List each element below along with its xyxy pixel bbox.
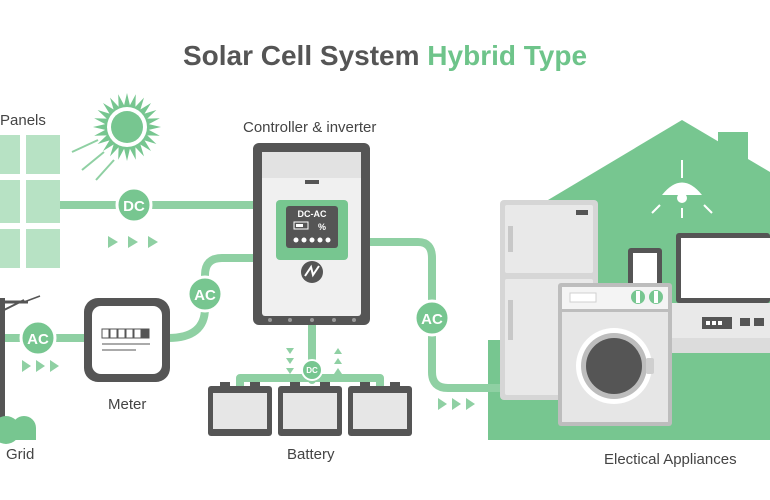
battery-icon — [208, 382, 412, 436]
badge-ac-meter-label: AC — [194, 287, 216, 304]
badge-dc-battery-label: DC — [306, 366, 318, 375]
wires — [0, 201, 504, 392]
sun-icon — [71, 93, 161, 181]
inverter-mode-label: DC-AC — [298, 209, 327, 219]
badge-ac-appliances-label: AC — [421, 311, 443, 328]
label-controller: Controller & inverter — [243, 119, 377, 136]
badge-dc-panels: DC — [115, 186, 153, 224]
label-appliances: Electical Appliances — [604, 451, 737, 468]
label-battery: Battery — [287, 446, 335, 463]
title-main: Solar Cell System — [182, 40, 420, 71]
stereo-icon — [672, 303, 770, 353]
label-meter: Meter — [108, 396, 147, 413]
lamp-icon — [651, 160, 713, 218]
phone-icon — [628, 248, 662, 294]
inverter-icon — [253, 143, 370, 325]
badge-ac-meter: AC — [186, 275, 224, 313]
page-title: Solar Cell System Hybrid Type — [0, 40, 770, 72]
badge-dc-panels-label: DC — [123, 198, 145, 215]
tv-icon — [676, 233, 770, 303]
solar-panels — [0, 135, 60, 268]
label-grid: Grid — [6, 446, 35, 463]
badge-ac-grid: AC — [19, 319, 57, 357]
badge-ac-grid-label: AC — [27, 331, 49, 348]
badge-ac-appliances: AC — [413, 299, 451, 337]
flow-arrows — [22, 236, 475, 410]
label-panels: Panels — [0, 112, 46, 129]
badge-dc-battery: DC — [301, 359, 323, 381]
title-accent: Hybrid Type — [427, 40, 588, 71]
inverter-percent-label: % — [318, 222, 326, 232]
meter-icon — [84, 298, 170, 382]
grid-pole-icon — [0, 295, 41, 444]
washing-machine-icon — [558, 283, 672, 426]
